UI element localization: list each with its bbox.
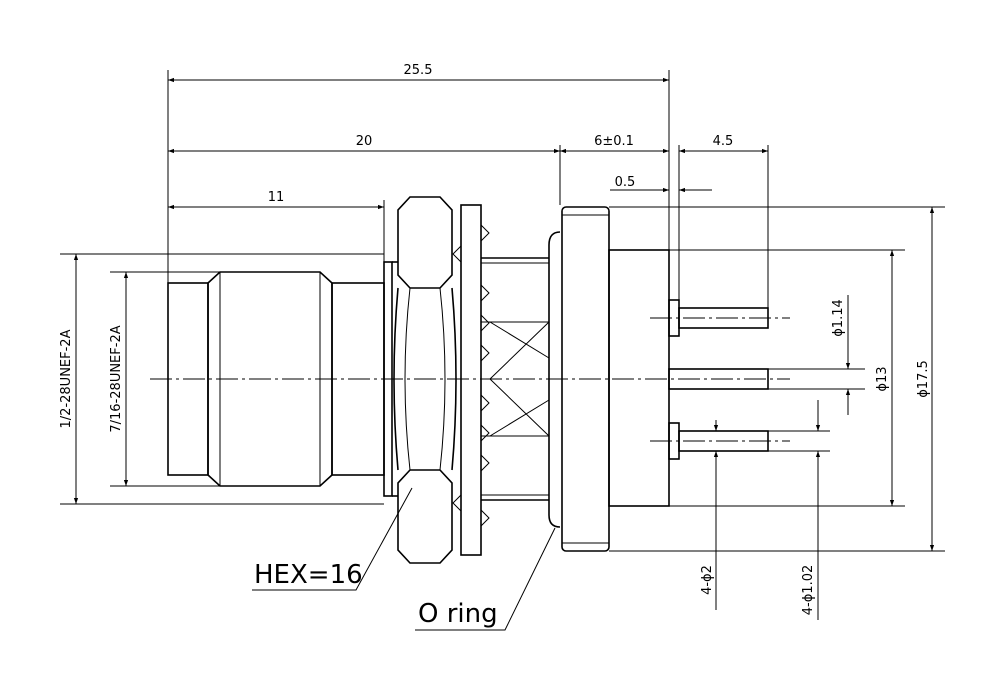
dim-body-length: 20 xyxy=(356,134,373,149)
lock-plate xyxy=(460,204,482,556)
callouts: HEX=16 O ring xyxy=(252,487,556,631)
center-lines xyxy=(150,317,790,442)
dim-flange-to-pin: 6±0.1 xyxy=(594,134,634,149)
dim-hole-pattern-b: 4-ϕ1.02 xyxy=(801,565,816,615)
connector-body xyxy=(167,196,769,564)
hex-callout: HEX=16 xyxy=(254,560,363,590)
serration-teeth xyxy=(452,224,490,527)
dim-hole-pattern-a: 4-ϕ2 xyxy=(700,565,715,595)
middle-body xyxy=(481,257,550,501)
dimension-labels: 25.5 20 6±0.1 4.5 11 0.5 1/2-28UNEF-2A 7… xyxy=(59,63,931,615)
dim-pin-length: 4.5 xyxy=(713,134,734,149)
dim-thread-length: 11 xyxy=(268,190,285,205)
dim-pin-offset: 0.5 xyxy=(615,175,636,190)
extension-lines xyxy=(60,70,945,552)
dim-body-diameter: ϕ13 xyxy=(875,366,890,391)
dim-overall-length: 25.5 xyxy=(404,63,433,78)
dimension-lines xyxy=(73,77,935,620)
dim-thread-inner: 7/16-28UNEF-2A xyxy=(109,325,124,432)
dim-flange-diameter: ϕ17.5 xyxy=(916,360,931,398)
hex-nut xyxy=(392,196,457,564)
o-ring xyxy=(548,231,561,528)
o-ring-callout: O ring xyxy=(418,599,498,629)
rear-body xyxy=(608,249,670,507)
dim-pin-diameter: ϕ1.14 xyxy=(831,299,846,337)
dim-thread-outer: 1/2-28UNEF-2A xyxy=(59,329,74,428)
